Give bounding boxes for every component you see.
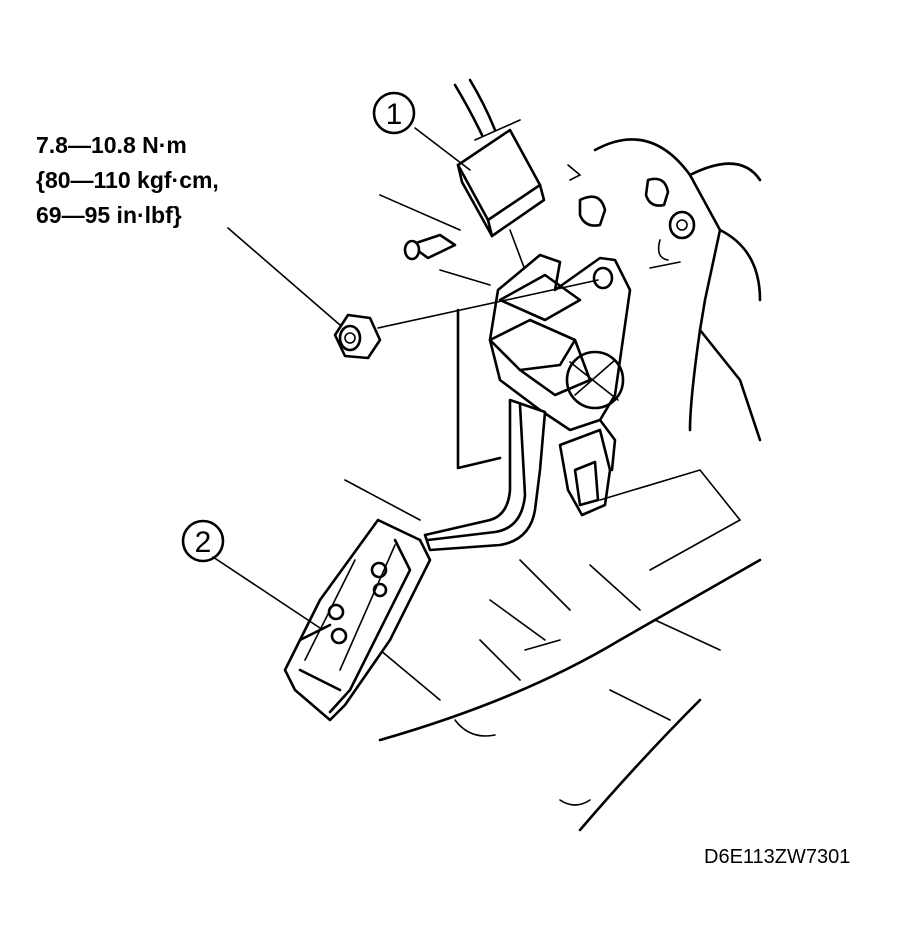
pedal-pad bbox=[283, 518, 432, 722]
pedal-arm bbox=[423, 398, 547, 552]
callout-1-label: 1 bbox=[386, 98, 403, 131]
stud-bolt bbox=[403, 233, 457, 261]
nut-icon bbox=[333, 313, 382, 360]
pedal-bracket bbox=[456, 253, 632, 517]
callout-2-label: 2 bbox=[195, 526, 212, 559]
sensor-connector bbox=[453, 78, 546, 271]
callout-1: 1 bbox=[372, 91, 416, 135]
torque-line-2: {80—110 kgf·cm, bbox=[36, 167, 219, 193]
callout-2: 2 bbox=[181, 519, 225, 563]
torque-specification: 7.8—10.8 N·m {80—110 kgf·cm, 69—95 in·lb… bbox=[36, 128, 219, 233]
figure-code: D6E113ZW7301 bbox=[704, 846, 851, 868]
mounting-bolt bbox=[567, 164, 696, 269]
torque-line-3: 69—95 in·lbf} bbox=[36, 202, 182, 228]
leader-lines bbox=[212, 127, 599, 629]
vehicle-body-outline bbox=[344, 138, 762, 832]
torque-line-1: 7.8—10.8 N·m bbox=[36, 132, 187, 158]
